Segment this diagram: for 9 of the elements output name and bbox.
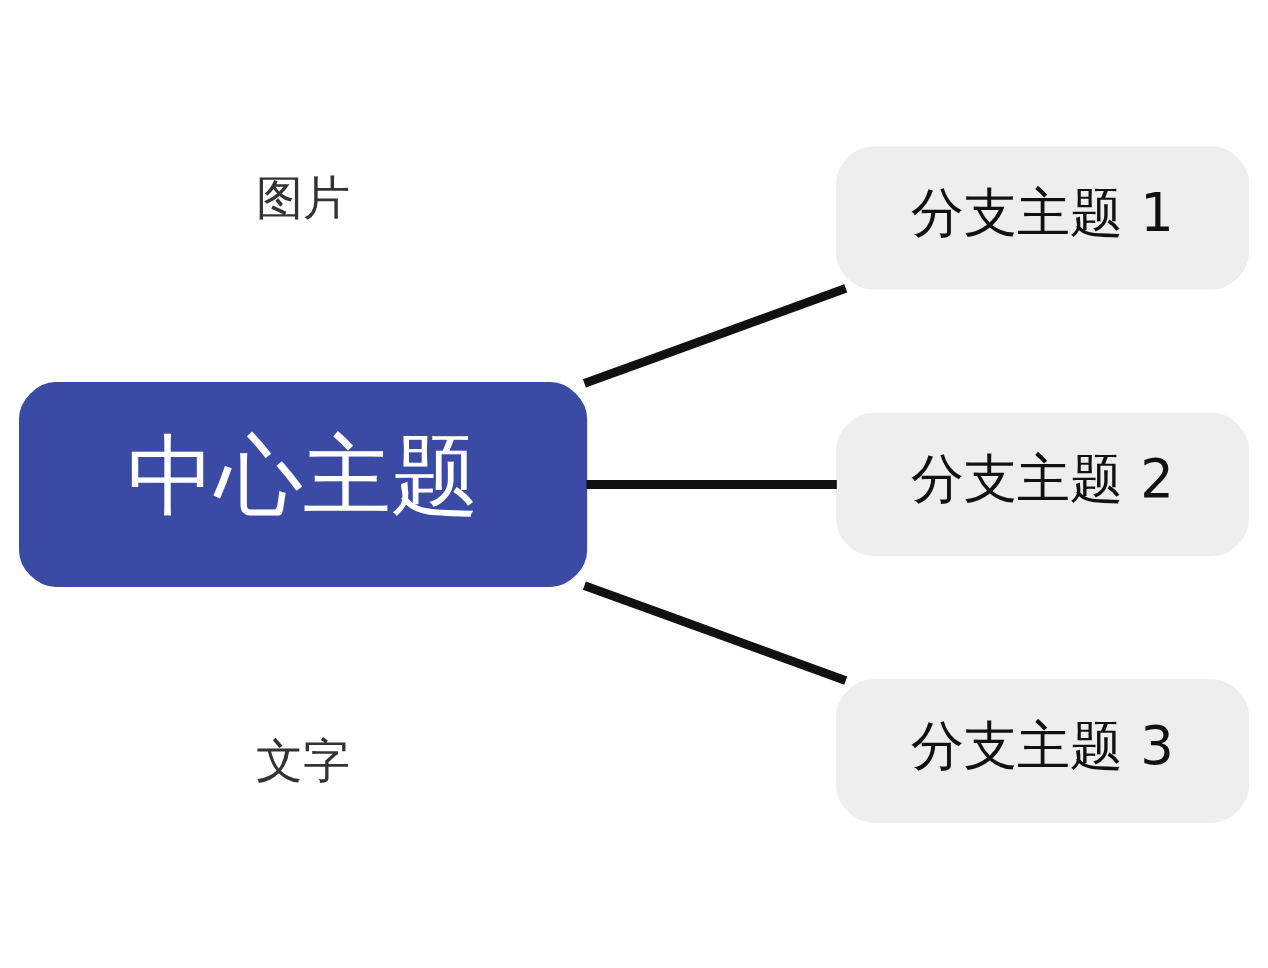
connector xyxy=(582,283,848,387)
label: 文字 xyxy=(256,733,351,788)
node-box: 中心主题 xyxy=(19,381,588,587)
node-box: 分支主题 2 xyxy=(836,412,1249,556)
node-box: 分支主题 1 xyxy=(836,145,1249,290)
connector xyxy=(582,581,848,685)
label: 图片 xyxy=(256,170,351,225)
node-box: 分支主题 3 xyxy=(836,678,1249,823)
connector xyxy=(586,479,837,489)
